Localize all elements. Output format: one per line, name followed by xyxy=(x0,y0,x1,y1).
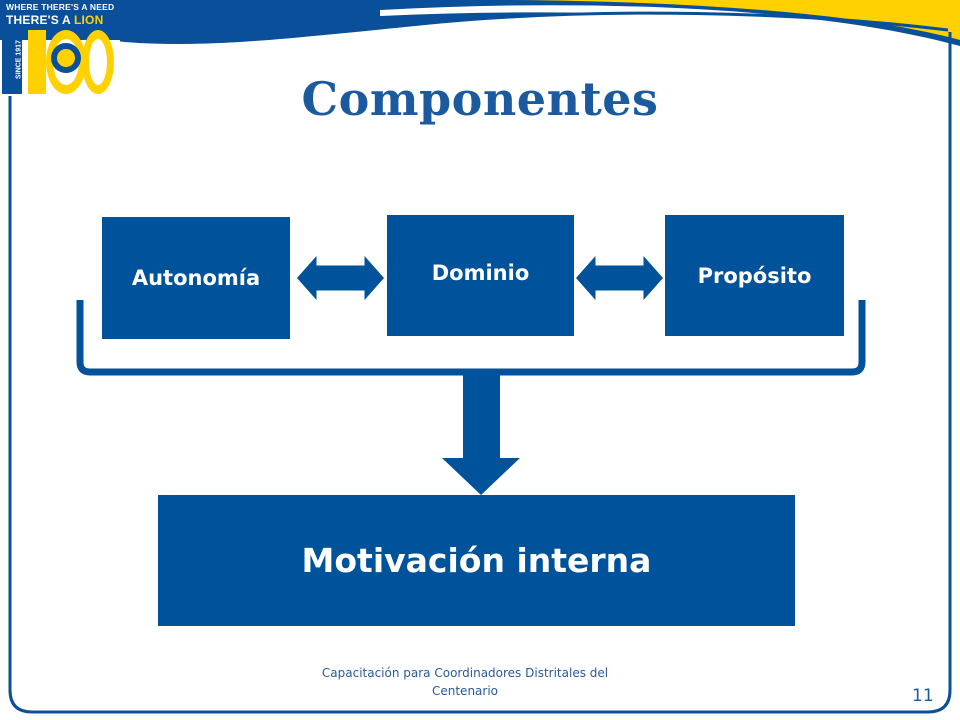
top-yellow-swoosh xyxy=(420,0,960,40)
double-arrow-icon-right xyxy=(571,248,668,308)
double-arrow-icon-left xyxy=(292,248,389,308)
component-box-proposito: Propósito xyxy=(665,215,844,336)
lions-centennial-logo: WHERE THERE'S A NEED THERE'S A LION SINC… xyxy=(0,0,120,100)
logo-line2-prefix: THERE'S A xyxy=(6,13,74,27)
panel-border xyxy=(8,32,952,714)
logo-graphic xyxy=(0,0,120,94)
panel-border-top xyxy=(119,11,949,45)
page-number: 11 xyxy=(912,686,934,706)
down-arrow-icon xyxy=(442,372,520,495)
component-box-autonomia: Autonomía xyxy=(102,217,290,339)
page-title: Componentes xyxy=(301,72,659,126)
component-box-dominio: Dominio xyxy=(387,215,574,336)
logo-tagline-line1: WHERE THERE'S A NEED xyxy=(6,2,115,12)
logo-line2-highlight: LION xyxy=(73,13,104,27)
logo-tagline-line2: THERE'S A LION xyxy=(6,13,103,27)
result-box-motivacion-interna: Motivación interna xyxy=(158,495,795,626)
slide-footer: Capacitación para Coordinadores Distrita… xyxy=(321,666,609,698)
